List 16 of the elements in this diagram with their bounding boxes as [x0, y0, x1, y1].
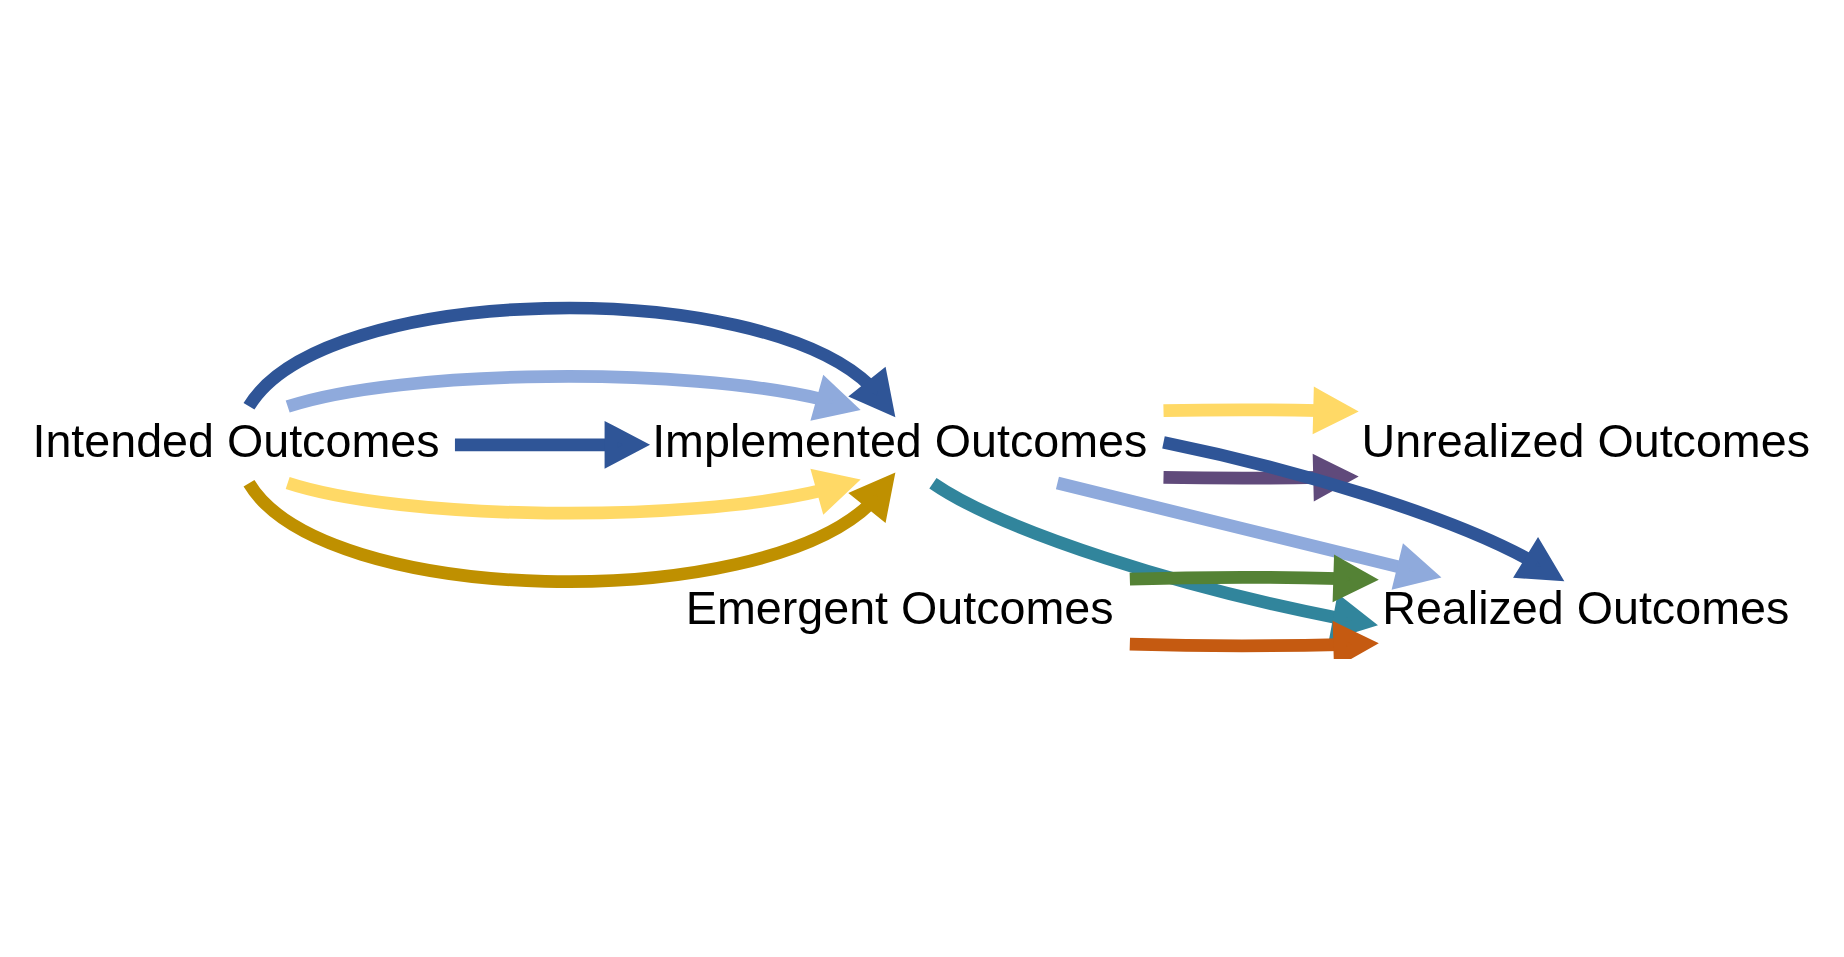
arrow [1055, 476, 1442, 590]
arrow [1129, 620, 1379, 659]
arrow [244, 471, 896, 588]
arrow [1162, 435, 1565, 581]
arrow [286, 468, 861, 519]
node-text: Emergent Outcomes [685, 581, 1114, 634]
arrow [244, 301, 896, 417]
arrow [1129, 554, 1379, 602]
node-text: Unrealized Outcomes [1361, 414, 1810, 467]
node-text: Intended Outcomes [32, 414, 440, 467]
arrow [1163, 386, 1359, 434]
node-text: Realized Outcomes [1382, 581, 1790, 634]
arrow [454, 420, 651, 469]
node-text: Implemented Outcomes [652, 414, 1148, 467]
arrow [286, 369, 861, 421]
arrow [929, 477, 1378, 641]
